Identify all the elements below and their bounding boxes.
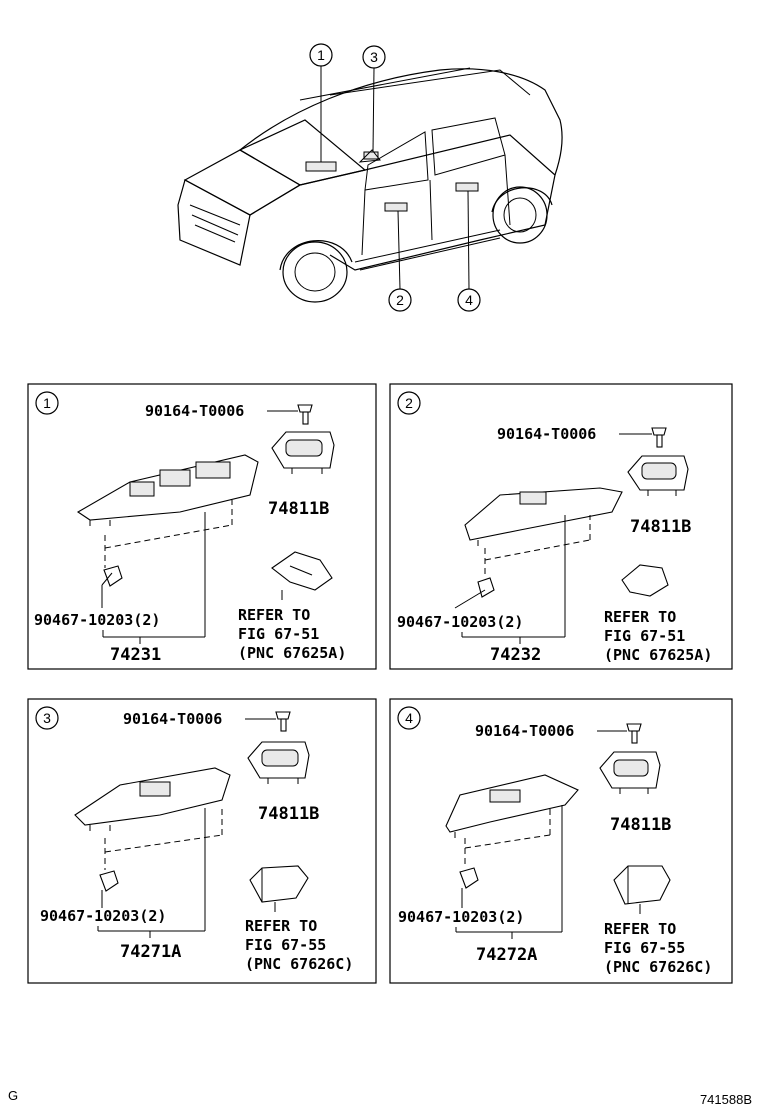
panel-1-bezel-part-number: 74811B — [268, 499, 329, 519]
panel-4-refer-line-1: REFER TO — [604, 920, 676, 938]
panel-2: 2 90164-T0006 74811B 90467-10203(2) — [389, 383, 733, 670]
panel-4-clip-part-number: 90467-10203(2) — [398, 908, 524, 926]
window-switch-assembly-icon — [464, 487, 623, 546]
panel-1-frame — [27, 383, 377, 670]
panel-2-bezel-part-number: 74811B — [630, 517, 691, 537]
screw-icon — [626, 723, 642, 744]
panel-2-clip-part-number: 90467-10203(2) — [397, 613, 523, 631]
panel-2-frame — [389, 383, 733, 670]
footer-figure-code: 741588B — [700, 1092, 752, 1107]
panel-3-refer-line-1: REFER TO — [245, 917, 317, 935]
panel-2-number: 2 — [405, 395, 413, 411]
window-switch-assembly-icon — [445, 774, 579, 838]
clip-icon — [99, 870, 119, 892]
bracket-icon — [271, 551, 333, 591]
overview-callout-2: 2 — [388, 210, 412, 312]
panel-4-frame — [389, 698, 733, 984]
switch-bezel-icon — [271, 431, 335, 474]
panel-3-bezel-part-number: 74811B — [258, 804, 319, 824]
screw-icon — [297, 404, 313, 425]
panel-3-refer-line-3: (PNC 67626C) — [245, 955, 353, 973]
panel-4-assembly-part-number: 74272A — [476, 945, 537, 965]
panel-2-refer-line-1: REFER TO — [604, 608, 676, 626]
window-switch-assembly-icon — [74, 767, 231, 831]
panel-1-number: 1 — [43, 395, 51, 411]
panel-1-refer-line-1: REFER TO — [238, 606, 310, 624]
panel-1-refer-line-3: (PNC 67625A) — [238, 644, 346, 662]
panel-2-assembly-part-number: 74232 — [490, 645, 541, 665]
overview-callout-4: 4 — [457, 190, 481, 312]
panel-3-refer-line-2: FIG 67-55 — [245, 936, 326, 954]
clip-icon — [459, 867, 479, 889]
bracket-icon — [249, 865, 309, 903]
bracket-icon — [621, 564, 669, 597]
panel-1-screw-part-number: 90164-T0006 — [145, 402, 244, 420]
clip-icon — [477, 577, 495, 598]
svg-text:1: 1 — [317, 47, 325, 63]
panel-3-assembly-part-number: 74271A — [120, 942, 181, 962]
panel-3-clip-part-number: 90467-10203(2) — [40, 907, 166, 925]
panel-3: 3 90164-T0006 74811B 90467-10203(2) — [27, 698, 377, 984]
overview-callout-3: 3 — [362, 45, 386, 153]
svg-text:4: 4 — [465, 292, 473, 308]
panel-3-number: 3 — [43, 710, 51, 726]
panel-4: 4 90164-T0006 74811B 90467-10203(2) — [389, 698, 733, 984]
screw-icon — [275, 711, 291, 732]
vehicle-illustration — [177, 67, 563, 303]
panel-2-refer-line-3: (PNC 67625A) — [604, 646, 712, 664]
window-switch-assembly-icon — [76, 454, 259, 526]
panel-4-number: 4 — [405, 710, 413, 726]
bracket-icon — [613, 865, 671, 905]
panel-1-assembly-part-number: 74231 — [110, 645, 161, 665]
panel-3-frame — [27, 698, 377, 984]
panel-4-refer-line-3: (PNC 67626C) — [604, 958, 712, 976]
panel-4-screw-part-number: 90164-T0006 — [475, 722, 574, 740]
panel-1: 1 90164-T0006 74811B 9 — [27, 383, 377, 670]
panel-1-clip-part-number: 90467-10203(2) — [34, 611, 160, 629]
switch-bezel-icon — [247, 741, 310, 784]
panel-2-screw-part-number: 90164-T0006 — [497, 425, 596, 443]
panel-3-screw-part-number: 90164-T0006 — [123, 710, 222, 728]
svg-text:2: 2 — [396, 292, 404, 308]
panel-4-bezel-part-number: 74811B — [610, 815, 671, 835]
switch-bezel-icon — [627, 455, 689, 496]
clip-icon — [103, 565, 123, 587]
switch-bezel-icon — [599, 751, 661, 794]
overview-callout-1: 1 — [309, 43, 333, 162]
svg-text:3: 3 — [370, 49, 378, 65]
screw-icon — [651, 427, 667, 448]
panel-1-refer-line-2: FIG 67-51 — [238, 625, 319, 643]
panel-4-refer-line-2: FIG 67-55 — [604, 939, 685, 957]
panel-2-refer-line-2: FIG 67-51 — [604, 627, 685, 645]
footer-section-code: G — [8, 1088, 18, 1103]
